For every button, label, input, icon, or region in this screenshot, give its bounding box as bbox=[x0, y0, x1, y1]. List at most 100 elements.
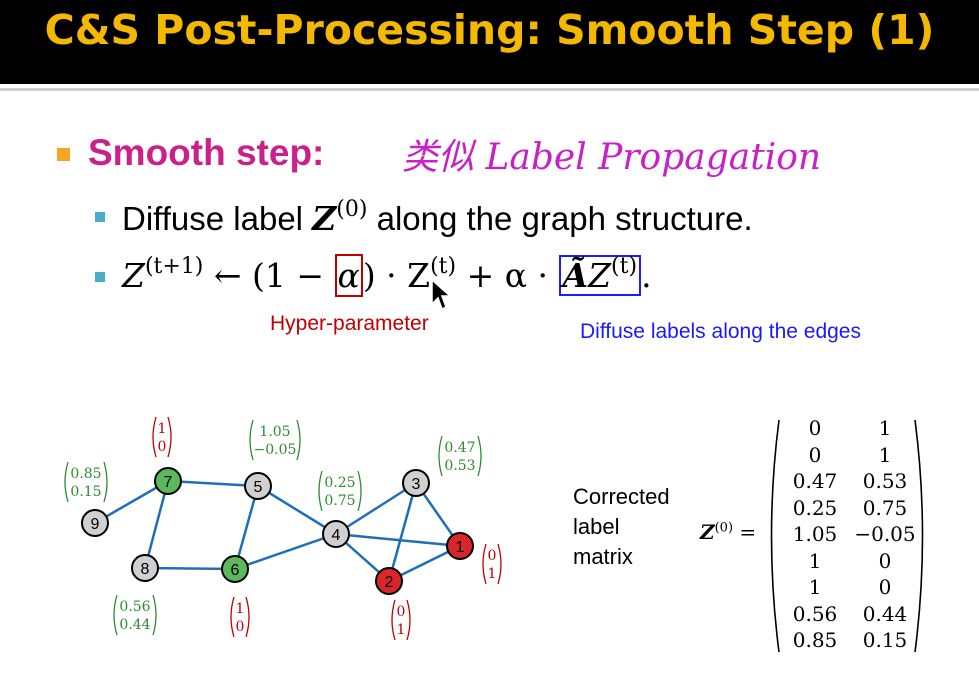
title-divider bbox=[0, 88, 979, 91]
node-circle bbox=[322, 520, 350, 548]
math-superscript: (0) bbox=[336, 197, 368, 222]
graph-node-9: 9 bbox=[81, 509, 109, 537]
node-circle bbox=[221, 555, 249, 583]
bullet-diffuse-text: Diffuse label Z(0) along the graph struc… bbox=[122, 197, 753, 238]
matrix-cell: 0.56 bbox=[792, 601, 838, 626]
vector-right-paren bbox=[296, 419, 301, 461]
vector-left-paren bbox=[230, 596, 235, 638]
node-label: 7 bbox=[164, 474, 173, 491]
matrix-cell: 1 bbox=[808, 575, 822, 599]
vector-value: 0.56 bbox=[119, 599, 150, 615]
matrix-cell: 1 bbox=[808, 548, 822, 573]
matrix-label: Z(0) = bbox=[700, 520, 756, 544]
graph-edge-9-7 bbox=[94, 479, 169, 525]
math-superscript: (t+1) bbox=[144, 254, 204, 279]
math-superscript: (t) bbox=[611, 254, 638, 279]
vector-left-paren bbox=[249, 419, 254, 461]
vector-left-paren bbox=[318, 470, 323, 512]
math-operator: ← (1 − bbox=[203, 256, 335, 295]
text-span: along the graph structure. bbox=[367, 200, 753, 237]
math-symbol: Z bbox=[588, 256, 612, 295]
matrix-left-paren bbox=[770, 419, 780, 653]
diffusion-term-box: ÃZ(t) bbox=[558, 254, 642, 296]
corrected-label-caption: Corrected label matrix bbox=[573, 482, 670, 572]
node-label: 6 bbox=[231, 562, 240, 579]
graph-node-8: 8 bbox=[131, 554, 159, 582]
math-operator: = bbox=[733, 520, 757, 544]
matrix-cell: 0.15 bbox=[862, 628, 908, 652]
title-bar: C&S Post-Processing: Smooth Step (1) bbox=[0, 0, 979, 84]
matrix-row: 1.05−0.05 bbox=[780, 522, 930, 548]
vector-value: −0.05 bbox=[254, 442, 297, 458]
caption-line: Corrected bbox=[573, 484, 670, 509]
vector-value: 0.53 bbox=[444, 458, 475, 474]
text-span: Diffuse label bbox=[122, 200, 313, 237]
math-operator: ) · Z bbox=[362, 256, 431, 295]
matrix-cell: 0.85 bbox=[792, 628, 838, 652]
matrix-cell: 0 bbox=[878, 548, 892, 573]
graph-nodes: 1 2 3 4 5 6 7 8 9 bbox=[81, 467, 474, 595]
node-label: 9 bbox=[91, 516, 100, 533]
graph-node-1: 1 bbox=[446, 532, 474, 560]
label-vector-node-9: 0.85 0.15 bbox=[64, 461, 108, 503]
matrix-cell: 0.25 bbox=[792, 495, 838, 520]
graph-edge-7-8 bbox=[143, 480, 170, 569]
node-circle bbox=[81, 509, 109, 537]
diffuse-edges-annotation: Diffuse labels along the edges bbox=[580, 320, 861, 343]
vector-value: 1 bbox=[488, 566, 497, 582]
graph-edge-5-4 bbox=[257, 484, 337, 536]
matrix-cell: −0.05 bbox=[854, 522, 916, 546]
math-operator: + α · bbox=[456, 256, 559, 295]
handwritten-note: 类似 Label Propagation bbox=[402, 137, 822, 178]
math-superscript: (0) bbox=[714, 520, 734, 536]
vector-left-paren bbox=[152, 416, 157, 458]
vector-left-paren bbox=[64, 461, 69, 503]
graph-edge-5-6 bbox=[233, 485, 260, 570]
vector-value: 1 bbox=[397, 622, 406, 638]
matrix-row: 0.85 0.15 bbox=[780, 628, 930, 654]
vector-value: 0.15 bbox=[70, 484, 101, 500]
matrix-cell: 1 bbox=[878, 416, 892, 440]
graph-edge-4-1 bbox=[335, 532, 461, 548]
vector-left-paren bbox=[482, 543, 487, 585]
vector-right-paren bbox=[477, 435, 482, 477]
node-label: 4 bbox=[332, 527, 341, 544]
slide-title: C&S Post-Processing: Smooth Step (1) bbox=[44, 6, 935, 54]
node-circle bbox=[154, 467, 182, 495]
vector-value: 0 bbox=[236, 619, 245, 635]
graph-diagram: 1 2 3 4 5 6 7 8 9 101.05−0.050.850.150.250.750.4… bbox=[64, 416, 502, 641]
caption-line: label bbox=[573, 514, 620, 539]
sub-bullet-marker bbox=[95, 272, 105, 282]
caption-line: matrix bbox=[573, 544, 633, 569]
graph-edge-3-2 bbox=[387, 482, 418, 582]
vector-right-paren bbox=[497, 543, 502, 585]
vector-value: 0.85 bbox=[70, 466, 101, 482]
matrix-right-paren bbox=[914, 419, 924, 653]
label-vector-node-4: 0.250.75 bbox=[318, 470, 362, 512]
vector-value: 0 bbox=[397, 604, 406, 620]
node-circle bbox=[131, 554, 159, 582]
hyper-parameter-annotation: Hyper-parameter bbox=[270, 312, 429, 335]
label-vector-node-2: 01 bbox=[391, 599, 411, 641]
matrix-cell: 0 bbox=[808, 416, 822, 440]
node-label: 2 bbox=[385, 574, 394, 591]
graph-edge-8-6 bbox=[144, 566, 236, 571]
section-heading: Smooth step: bbox=[88, 132, 325, 173]
node-label: 3 bbox=[412, 476, 421, 493]
vector-value: 1.05 bbox=[259, 424, 290, 440]
mouse-cursor-icon bbox=[431, 278, 452, 311]
graph-label-vectors: 101.05−0.050.850.150.250.750.470.53010.5… bbox=[64, 416, 502, 641]
matrix-row: 0.25 0.75 bbox=[780, 496, 930, 522]
label-vector-node-7: 10 bbox=[152, 416, 172, 458]
graph-node-5: 5 bbox=[244, 472, 272, 500]
math-symbol: Z bbox=[122, 256, 145, 295]
vector-right-paren bbox=[245, 596, 250, 638]
matrix-cell: 0.75 bbox=[862, 495, 908, 520]
matrix-cell: 0.47 bbox=[792, 469, 838, 493]
matrix-cell: 0.53 bbox=[862, 469, 908, 493]
vector-value: 0 bbox=[158, 439, 167, 455]
